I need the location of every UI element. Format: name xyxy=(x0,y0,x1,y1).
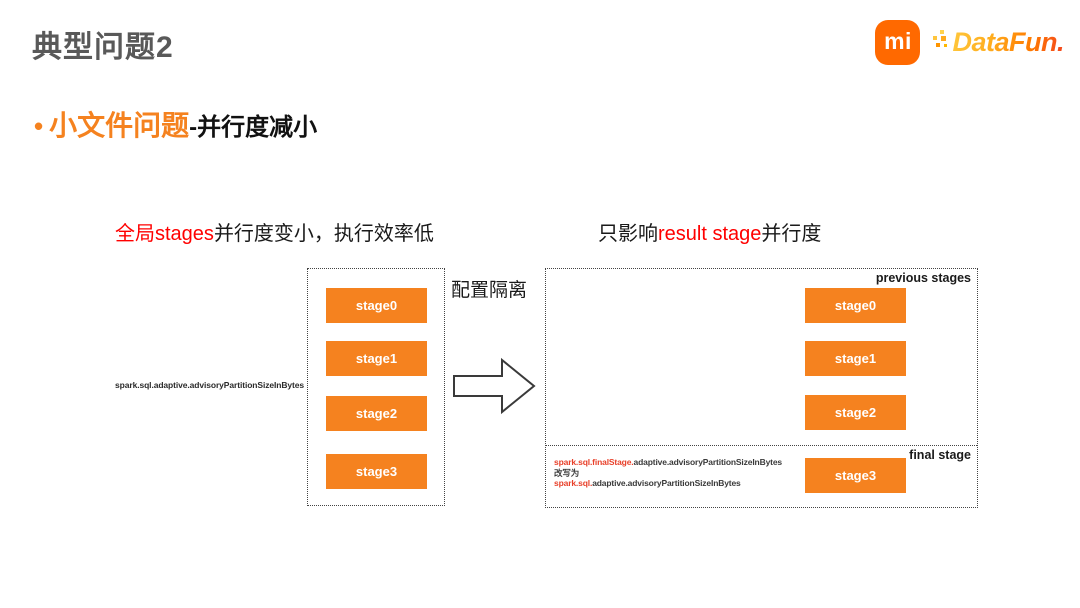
right-config-text: spark.sql.finalStage.adaptive.advisoryPa… xyxy=(554,457,804,489)
stage-block: stage1 xyxy=(326,341,427,376)
left-heading-black: 并行度变小，执行效率低 xyxy=(213,223,434,245)
config-line-3-black: adaptive.advisoryPartitionSizeInBytes xyxy=(592,478,741,488)
transition-label: 配置隔离 xyxy=(451,280,528,301)
left-stages-box: stage0 stage1 stage2 stage3 xyxy=(307,268,445,506)
datafun-logo-text: DataFun. xyxy=(952,27,1064,57)
right-stages-box: previous stages final stage stage0 stage… xyxy=(545,268,978,508)
bullet-highlight: 小文件问题 xyxy=(49,110,190,141)
left-config-label: spark.sql.adaptive.advisoryPartitionSize… xyxy=(115,380,304,390)
stage-block: stage0 xyxy=(805,288,906,323)
bullet-icon: • xyxy=(34,111,44,141)
logo-row: mi DataFun. xyxy=(875,20,1064,65)
arrow-right-icon xyxy=(453,357,537,420)
stage-block: stage3 xyxy=(805,458,906,493)
config-line-2: 改写为 xyxy=(554,467,580,478)
stage-block: stage2 xyxy=(326,396,427,431)
bullet-suffix: -并行度减小 xyxy=(189,114,318,141)
stage-block: stage3 xyxy=(326,454,427,489)
left-heading: 全局stages并行度变小，执行效率低 xyxy=(115,217,434,246)
stage-block: stage1 xyxy=(805,341,906,376)
bullet-line: • 小文件问题 -并行度减小 xyxy=(34,104,317,144)
xiaomi-logo: mi xyxy=(875,20,921,65)
datafun-logo: DataFun. xyxy=(932,27,1064,58)
section-divider xyxy=(546,445,977,446)
right-heading: 只影响result stage并行度 xyxy=(598,217,821,246)
previous-stages-label: previous stages xyxy=(875,271,971,285)
stage-block: stage0 xyxy=(326,288,427,323)
config-line-1-red: spark.sql.finalStage. xyxy=(554,457,634,467)
page-title: 典型问题2 xyxy=(32,31,174,64)
datafun-pixels-icon xyxy=(933,29,948,47)
final-stage-label: final stage xyxy=(909,448,971,462)
xiaomi-logo-text: mi xyxy=(884,28,912,54)
config-line-3-red: spark.sql. xyxy=(554,478,593,488)
left-heading-red: 全局stages xyxy=(115,223,214,245)
right-heading-red: result stage xyxy=(658,223,762,245)
right-heading-black-2: 并行度 xyxy=(761,223,822,245)
config-line-1-black: adaptive.advisoryPartitionSizeInBytes xyxy=(633,457,783,467)
stage-block: stage2 xyxy=(805,395,906,430)
config-line-3: spark.sql.adaptive.advisoryPartitionSize… xyxy=(554,478,804,489)
right-heading-black-1: 只影响 xyxy=(598,223,658,245)
config-line-1: spark.sql.finalStage.adaptive.advisoryPa… xyxy=(554,457,804,468)
